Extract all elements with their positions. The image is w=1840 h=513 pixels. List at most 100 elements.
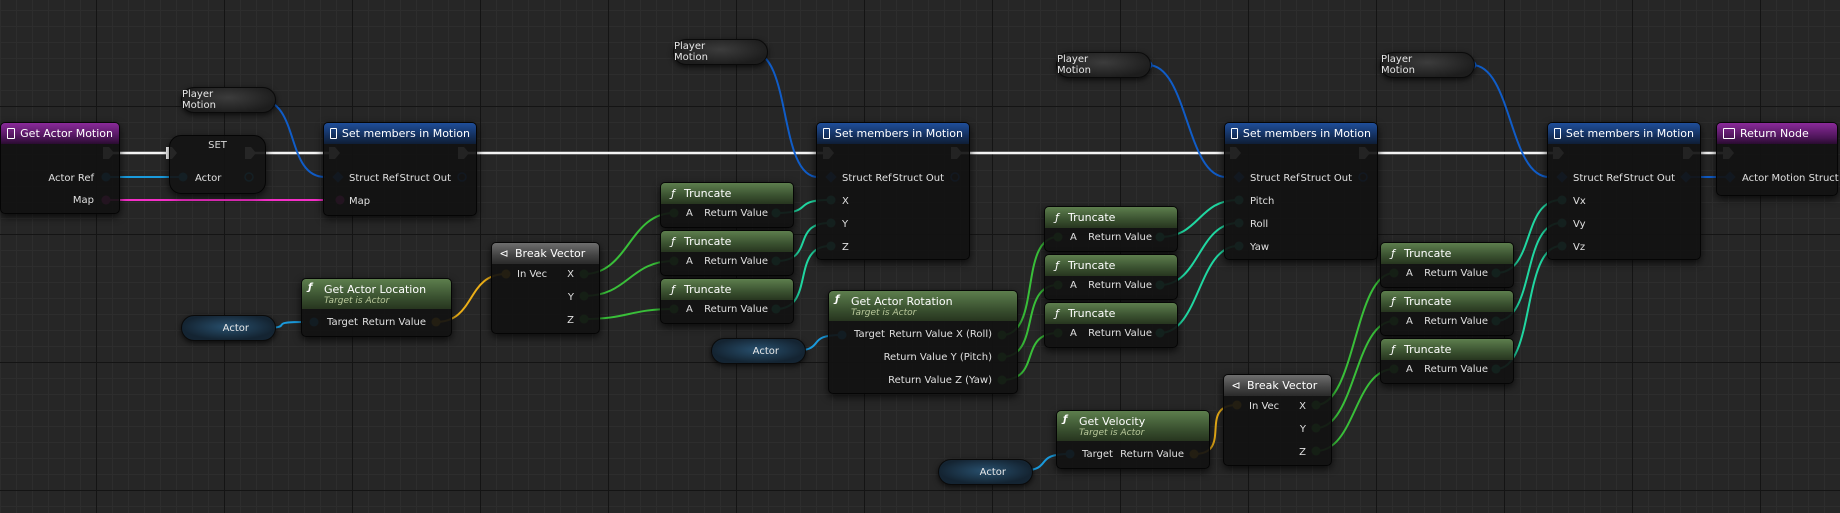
function-icon: ƒ <box>1055 258 1059 272</box>
node-header: ƒ Truncate <box>1045 207 1177 228</box>
wire <box>751 51 819 178</box>
function-icon: ƒ <box>1055 306 1059 320</box>
pin-label-a: A <box>686 208 693 219</box>
pin-label-a: A <box>1406 316 1413 327</box>
pin-label-target: Target <box>1082 449 1113 460</box>
node-header: Set members in Motion <box>1548 123 1700 144</box>
set-members-node-1[interactable]: Set members in Motion Struct Ref Struct … <box>323 122 477 216</box>
function-icon: ƒ <box>1391 246 1395 260</box>
pin-label-yaw: Yaw <box>1250 242 1270 253</box>
node-title: Truncate <box>684 187 732 200</box>
pin-label-return-value: Return Value <box>362 317 426 328</box>
entry-icon <box>1723 128 1735 139</box>
pin-label-actor: Actor <box>195 173 222 184</box>
pin-label-return-x-roll: Return Value X (Roll) <box>888 329 992 340</box>
actor-getter[interactable]: Actor <box>938 459 1033 485</box>
pin-label-return-value: Return Value <box>1424 268 1488 279</box>
player-motion-getter[interactable]: Player Motion <box>181 87 276 113</box>
variable-label: Actor <box>222 322 249 334</box>
pin-label-struct-ref: Struct Ref <box>1250 173 1300 184</box>
pin-label-x: X <box>1299 401 1306 412</box>
variable-label: Player Motion <box>674 41 708 63</box>
break-vector-node-2[interactable]: ⊲Break Vector In Vec X Y Z <box>1223 374 1332 466</box>
wire <box>259 99 326 178</box>
break-macro-icon: ⊲ <box>499 246 509 260</box>
set-members-node-4[interactable]: Set members in Motion Struct Ref Struct … <box>1547 122 1701 260</box>
actor-getter[interactable]: Actor <box>711 338 806 364</box>
pin-label-return-y-pitch: Return Value Y (Pitch) <box>883 352 992 363</box>
pin-label-struct-out: Struct Out <box>892 173 944 184</box>
get-actor-motion-node[interactable]: Get Actor Motion Actor Ref Map <box>0 122 120 214</box>
pin-label-a: A <box>1406 268 1413 279</box>
pin-label-in-vec: In Vec <box>517 269 548 280</box>
pin-label-vy: Vy <box>1573 219 1586 230</box>
pin-label-z: Z <box>842 242 849 253</box>
entry-icon <box>7 128 16 139</box>
node-title: Set members in Motion <box>834 127 963 140</box>
player-motion-getter[interactable]: Player Motion <box>1056 52 1151 78</box>
node-header: Set members in Motion <box>1225 123 1377 144</box>
pin-label-struct-ref: Struct Ref <box>842 173 892 184</box>
node-header: ƒ Truncate <box>1381 243 1513 264</box>
pin-label-target: Target <box>327 317 358 328</box>
pin-label-return-value: Return Value <box>1424 316 1488 327</box>
pin-label-roll: Roll <box>1250 219 1269 230</box>
function-icon: ƒ <box>1391 294 1395 308</box>
node-title: Truncate <box>1068 211 1116 224</box>
node-title: Return Node <box>1740 127 1809 140</box>
pin-label-y: Y <box>1299 424 1306 435</box>
pin-label-return-value: Return Value <box>1088 232 1152 243</box>
actor-getter[interactable]: Actor <box>181 315 276 341</box>
function-icon: ƒ <box>1063 414 1068 425</box>
set-variable-node[interactable]: SET Actor <box>169 135 266 194</box>
variable-label: Player Motion <box>182 89 216 111</box>
pin-label-return-value: Return Value <box>1424 364 1488 375</box>
set-members-node-2[interactable]: Set members in Motion Struct Ref Struct … <box>816 122 970 260</box>
function-icon: ƒ <box>671 282 675 296</box>
node-subtitle: Target is Actor <box>1079 427 1145 438</box>
truncate-node[interactable]: ƒ Truncate A Return Value <box>1380 242 1514 288</box>
variable-label: Player Motion <box>1057 54 1091 76</box>
pin-label-a: A <box>1070 328 1077 339</box>
return-node[interactable]: Return Node Actor Motion Struct <box>1716 122 1839 196</box>
pin-label-pitch: Pitch <box>1250 196 1275 207</box>
pin-label-a: A <box>686 256 693 267</box>
node-title: Break Vector <box>515 247 586 260</box>
function-icon: ƒ <box>1055 210 1059 224</box>
node-title: Get Actor Rotation <box>851 294 953 308</box>
pin-label-return-z-yaw: Return Value Z (Yaw) <box>888 375 992 386</box>
pin-label-return-value: Return Value <box>704 208 768 219</box>
break-vector-node-1[interactable]: ⊲Break Vector In Vec X Y Z <box>491 242 600 334</box>
pin-label-return-value: Return Value <box>1088 280 1152 291</box>
pin-label-actor-motion-struct: Actor Motion Struct <box>1742 173 1839 184</box>
node-title: Get Actor Location <box>324 282 427 296</box>
player-motion-getter[interactable]: Player Motion <box>1380 52 1475 78</box>
set-members-node-3[interactable]: Set members in Motion Struct Ref Struct … <box>1224 122 1378 260</box>
pin-label-a: A <box>686 304 693 315</box>
wire <box>1471 64 1550 178</box>
node-title: Truncate <box>684 283 732 296</box>
player-motion-getter[interactable]: Player Motion <box>673 39 768 65</box>
variable-label: Actor <box>979 466 1006 478</box>
pin-label-target: Target <box>854 329 885 340</box>
pin-label-y: Y <box>842 219 849 230</box>
node-title: Truncate <box>1404 247 1452 260</box>
pin-label-a: A <box>1406 364 1413 375</box>
pin-label-struct-ref: Struct Ref <box>1573 173 1623 184</box>
